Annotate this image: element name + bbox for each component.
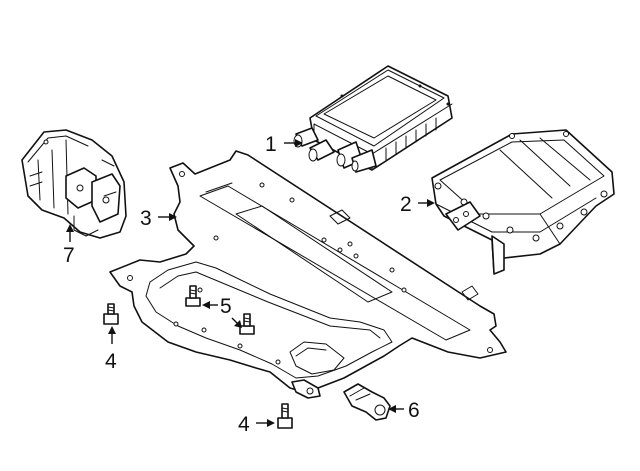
bolt-left: [103, 303, 119, 325]
callout-4-bottom: 4: [238, 413, 250, 436]
callout-2: 2: [400, 193, 412, 216]
underbody-shield: [109, 150, 507, 399]
callout-7: 7: [63, 244, 75, 267]
callout-leaders: [66, 139, 435, 427]
bolt-bottom: [277, 403, 293, 429]
callout-1: 1: [265, 133, 277, 156]
junction-block: [21, 129, 127, 239]
callout-6: 6: [408, 399, 420, 422]
callout-3: 3: [140, 207, 152, 230]
callout-4-left: 4: [105, 350, 117, 373]
bracket: [343, 383, 391, 421]
bolt-center-lower: [239, 313, 255, 335]
bolt-center-upper: [185, 285, 201, 307]
callout-5: 5: [220, 295, 232, 318]
inverter-module: [293, 65, 453, 173]
power-control-module: [431, 129, 615, 275]
